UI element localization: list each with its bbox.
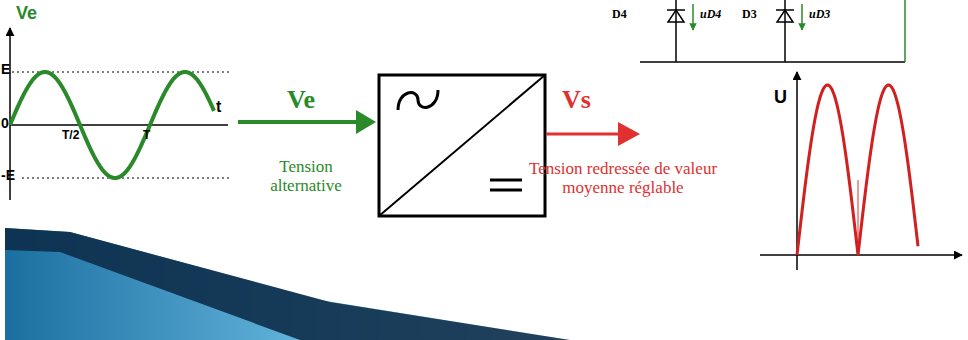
output-arrow-head [618, 122, 640, 146]
output-arrow [546, 133, 622, 136]
axis-label: t [216, 98, 221, 116]
voltage-name: uD4 [700, 8, 721, 21]
output-waveform [760, 72, 962, 270]
origin-label: 0 [1, 116, 9, 131]
signal-name: Ve [287, 86, 315, 115]
diode-name: D4 [612, 8, 627, 21]
axis-label: U [774, 88, 787, 108]
signal-description: Tension redressée de valeur moyenne régl… [528, 160, 718, 197]
voltage-name: uD3 [809, 8, 830, 21]
axis-label: Ve [16, 4, 37, 24]
diode-circuit [640, 0, 905, 62]
input-arrow-head [356, 110, 376, 134]
time-mark: T/2 [62, 129, 79, 142]
diode-name: D3 [742, 8, 757, 21]
input-arrow [238, 120, 360, 124]
signal-description: Tension alternative [250, 158, 362, 195]
converter-box [379, 75, 545, 216]
decor-swoosh [5, 228, 570, 340]
time-mark: T [143, 129, 150, 142]
amplitude-label: E [1, 62, 10, 77]
amplitude-label: -E [1, 168, 15, 183]
signal-name: Vs [562, 86, 591, 115]
input-waveform [10, 28, 232, 200]
